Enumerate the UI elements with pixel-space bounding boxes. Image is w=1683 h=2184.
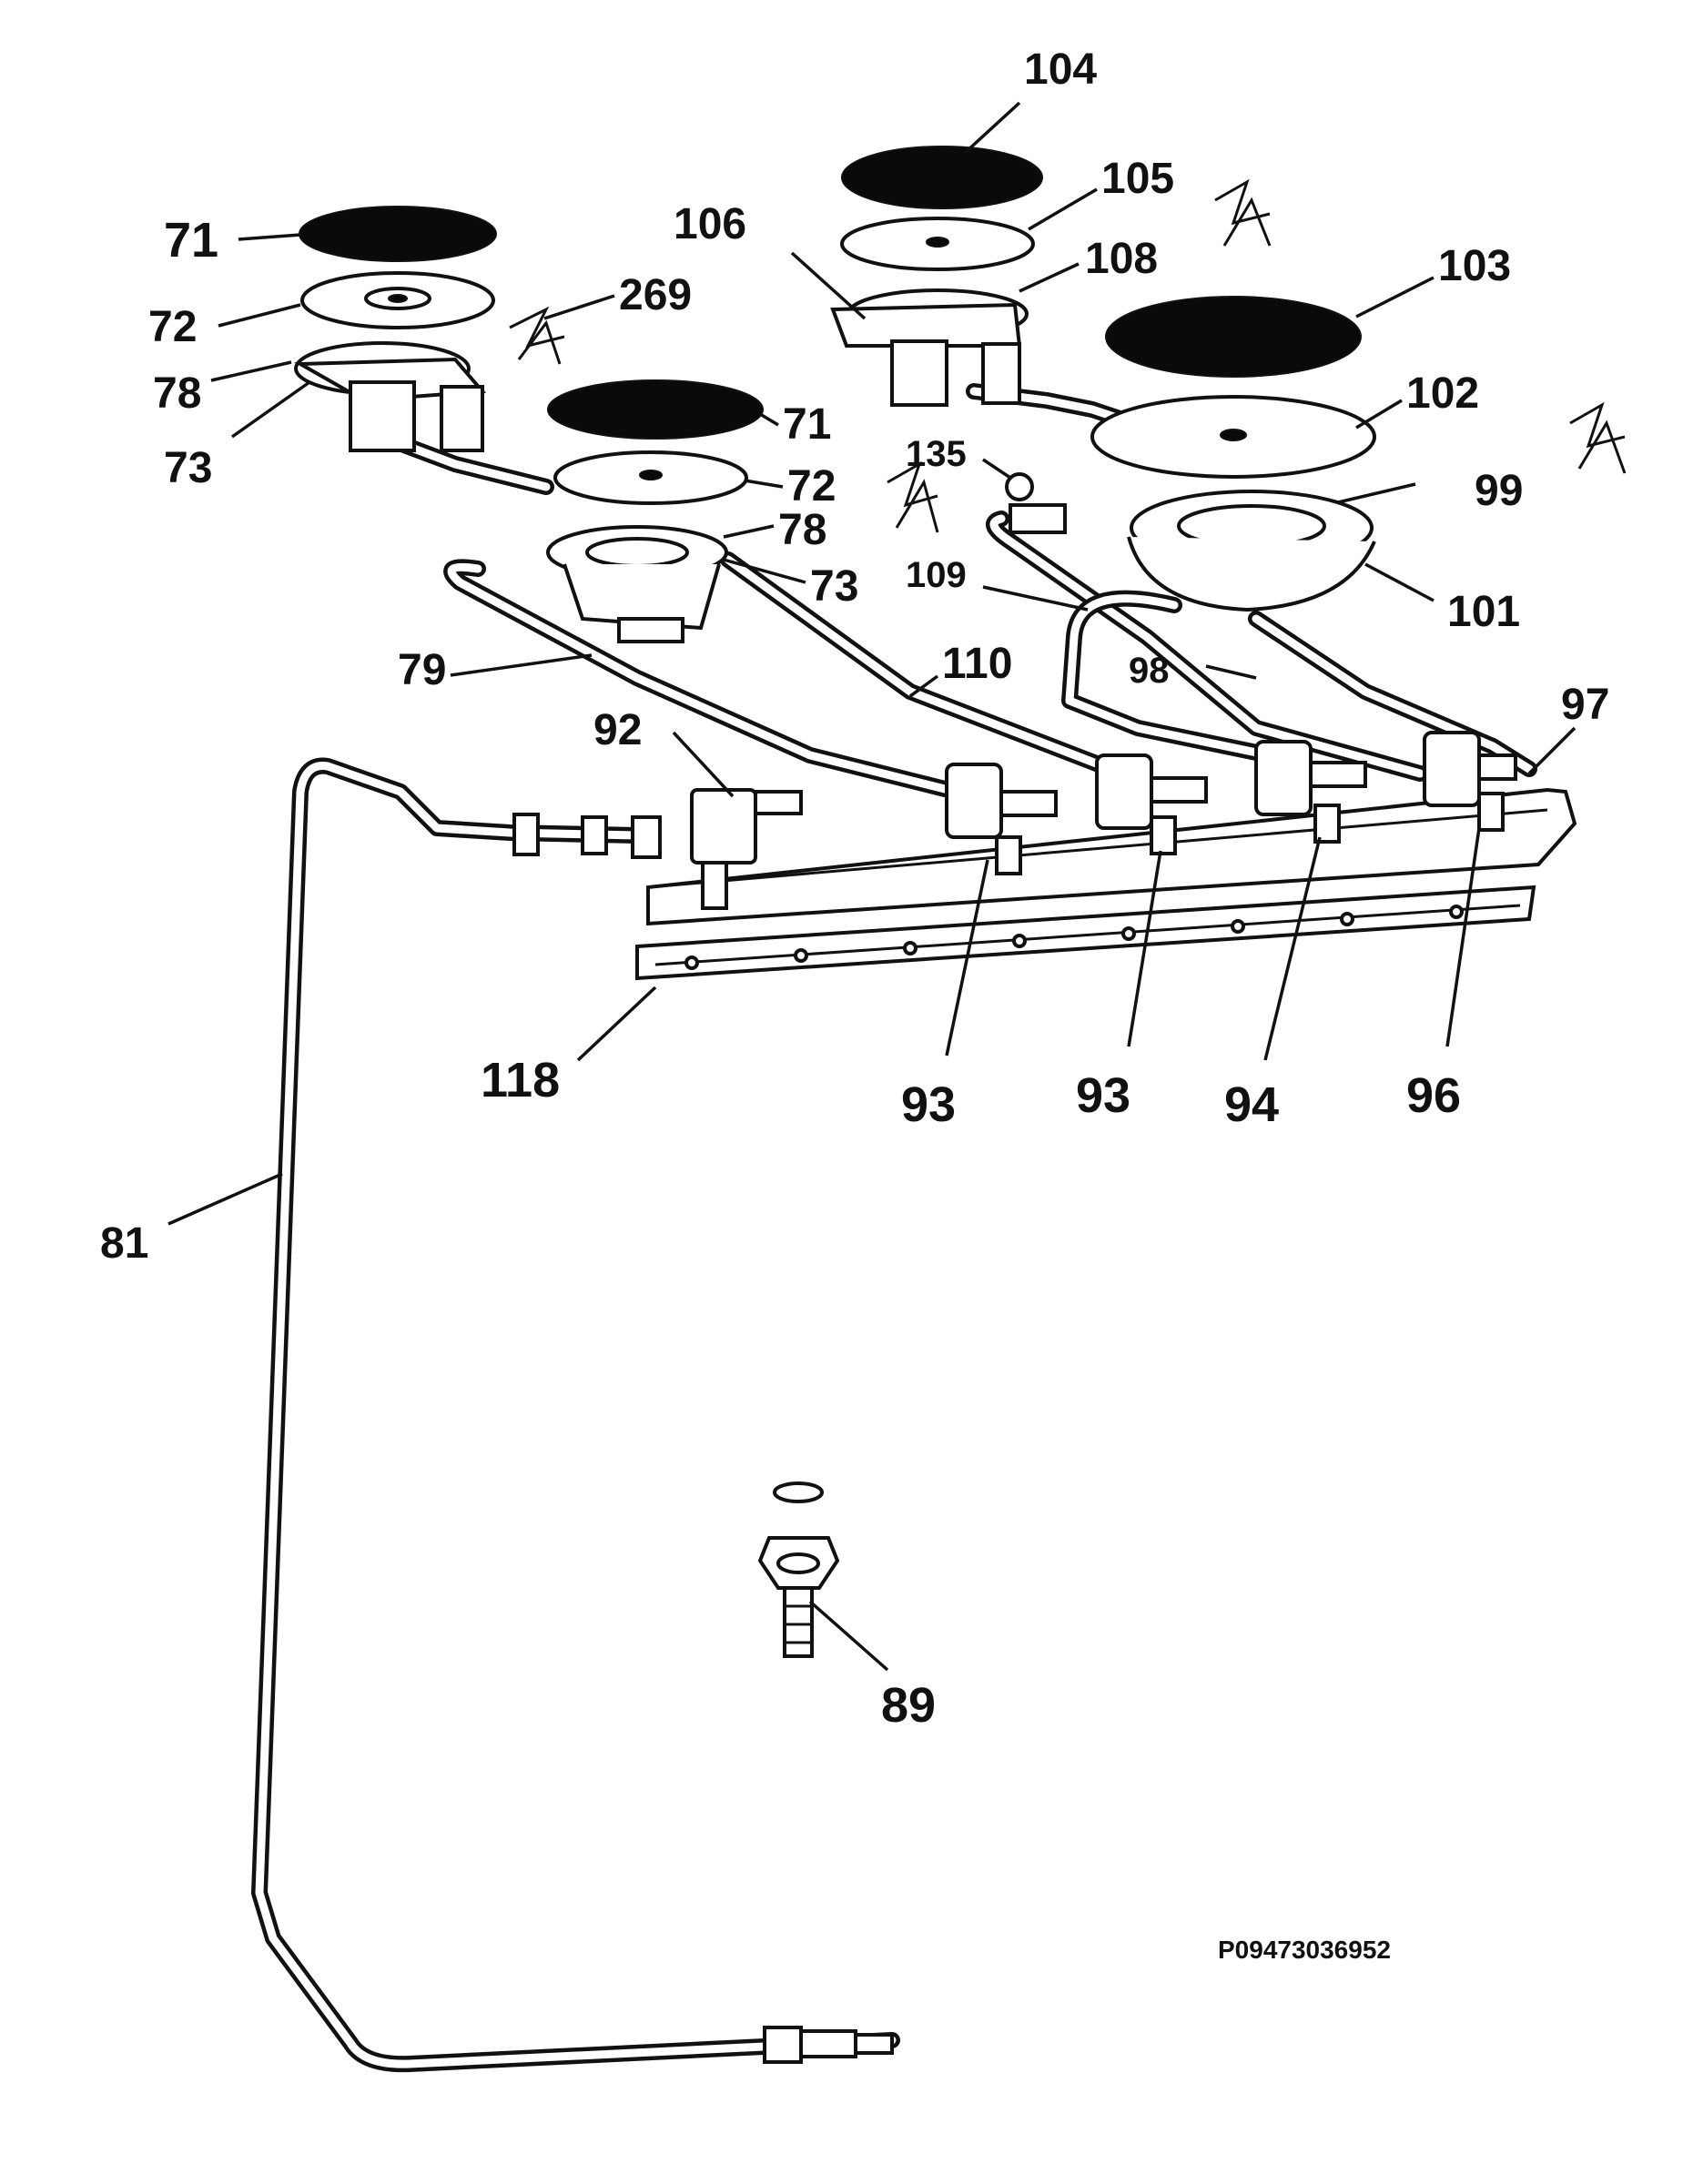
pipe-end-fitting bbox=[763, 2026, 894, 2064]
supply-pipe-109 bbox=[1061, 590, 1278, 763]
label-71-left-front: 71 bbox=[783, 400, 831, 449]
injector-89 bbox=[757, 1481, 840, 1658]
burner-left-rear bbox=[293, 206, 497, 452]
label-135: 135 bbox=[906, 434, 967, 474]
wok-burner bbox=[1090, 296, 1376, 612]
pipe-couplings bbox=[512, 813, 662, 859]
burner-cap-103 bbox=[1105, 296, 1362, 378]
label-72-left-rear: 72 bbox=[148, 303, 197, 351]
label-98: 98 bbox=[1129, 651, 1170, 691]
supply-pipe-98 bbox=[986, 511, 1428, 782]
electrode-rear-right bbox=[1214, 178, 1272, 247]
label-94: 94 bbox=[1224, 1077, 1279, 1132]
burner-left-front bbox=[546, 379, 764, 643]
main-gas-pipe-81 bbox=[251, 757, 900, 2073]
label-78-left-rear: 78 bbox=[153, 369, 201, 418]
label-104: 104 bbox=[1024, 46, 1097, 94]
electrode-wok bbox=[1569, 401, 1627, 474]
gas-tap-92 bbox=[690, 788, 803, 910]
drawing-reference-code: P09473036952 bbox=[1218, 1936, 1391, 1964]
label-106: 106 bbox=[674, 200, 746, 248]
mounting-rail-118 bbox=[635, 885, 1536, 981]
label-79: 79 bbox=[398, 646, 446, 694]
label-101: 101 bbox=[1447, 588, 1520, 636]
label-110: 110 bbox=[942, 640, 1012, 688]
label-102: 102 bbox=[1406, 369, 1479, 418]
label-96: 96 bbox=[1406, 1068, 1461, 1123]
label-118: 118 bbox=[481, 1053, 560, 1107]
electrode-middle bbox=[887, 460, 939, 533]
gas-tap-94 bbox=[1254, 740, 1367, 844]
label-92: 92 bbox=[593, 706, 642, 754]
gas-manifold-bar-97 bbox=[646, 787, 1577, 926]
electrode-269 bbox=[509, 306, 565, 365]
burner-cap-71-left-front bbox=[547, 379, 764, 440]
supply-pipe-left-rear bbox=[374, 429, 554, 495]
label-73-left-front: 73 bbox=[810, 562, 858, 611]
gas-tap-93-left bbox=[945, 763, 1058, 875]
label-97: 97 bbox=[1561, 681, 1609, 729]
label-78-left-front: 78 bbox=[778, 506, 826, 554]
label-105: 105 bbox=[1101, 155, 1174, 203]
label-99: 99 bbox=[1475, 467, 1523, 515]
leader-lines bbox=[167, 101, 1577, 1672]
supply-pipe-79 bbox=[443, 559, 964, 800]
burner-right-rear bbox=[830, 146, 1043, 407]
label-73-left-rear: 73 bbox=[164, 444, 212, 492]
label-93-right: 93 bbox=[1076, 1068, 1130, 1123]
gas-tap-96 bbox=[1423, 731, 1517, 832]
label-103: 103 bbox=[1438, 242, 1511, 290]
thermocouple-135 bbox=[1005, 472, 1067, 534]
label-71-left-rear: 71 bbox=[164, 213, 218, 268]
label-108: 108 bbox=[1085, 235, 1158, 283]
burner-cap-71-left-rear bbox=[299, 206, 497, 262]
label-93-left: 93 bbox=[901, 1077, 956, 1132]
label-72-left-front: 72 bbox=[787, 462, 836, 511]
label-269: 269 bbox=[619, 271, 692, 319]
label-89: 89 bbox=[881, 1678, 936, 1733]
part-labels: 71 72 78 73 269 71 72 78 73 79 110 92 10… bbox=[100, 46, 1609, 1964]
wok-base-101 bbox=[1127, 536, 1376, 612]
rail-holes bbox=[684, 905, 1464, 970]
supply-pipe-110 bbox=[720, 551, 1119, 777]
gas-tap-93-right bbox=[1095, 753, 1208, 855]
burner-cap-104 bbox=[841, 146, 1043, 209]
label-109: 109 bbox=[906, 555, 967, 595]
label-81: 81 bbox=[100, 1219, 148, 1268]
